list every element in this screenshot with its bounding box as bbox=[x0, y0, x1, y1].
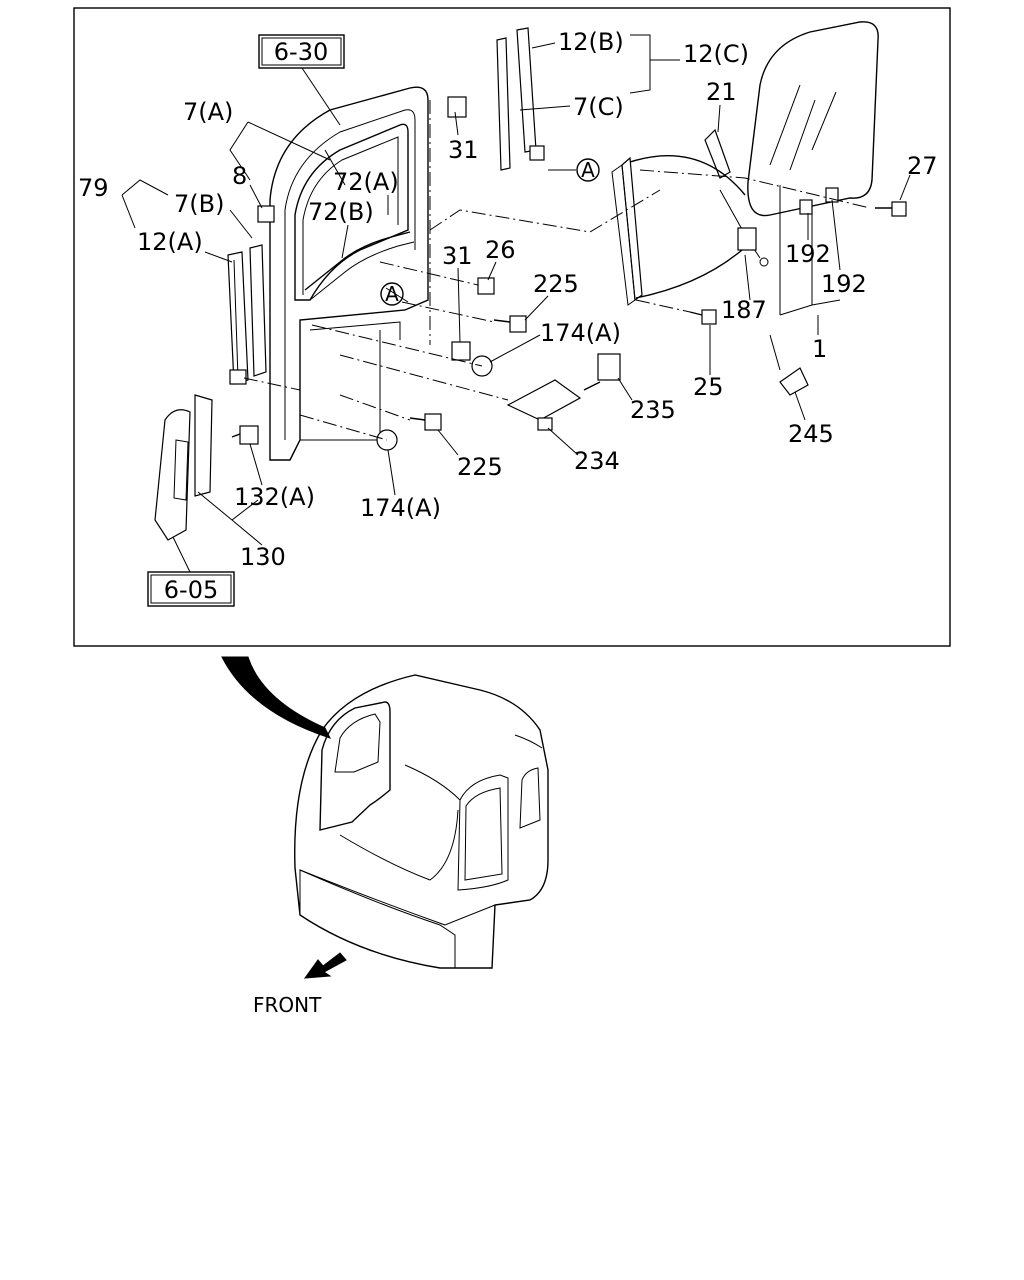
weatherstrip-72 bbox=[304, 231, 415, 301]
assembly-lines bbox=[243, 100, 871, 441]
door-frame bbox=[269, 86, 429, 461]
front-label: FRONT bbox=[253, 993, 322, 1017]
label-31-lower[interactable]: 31 bbox=[442, 242, 473, 270]
label-245[interactable]: 245 bbox=[788, 420, 834, 448]
label-31-upper[interactable]: 31 bbox=[448, 136, 479, 164]
nut-26 bbox=[477, 277, 495, 295]
label-225-lower[interactable]: 225 bbox=[457, 453, 503, 481]
label-225-upper[interactable]: 225 bbox=[533, 270, 579, 298]
detail-frame bbox=[73, 7, 951, 647]
label-187[interactable]: 187 bbox=[721, 296, 767, 324]
label-25[interactable]: 25 bbox=[693, 373, 724, 401]
regulator-assembly bbox=[611, 155, 769, 306]
bracket-234 bbox=[506, 379, 582, 431]
label-174a-upper[interactable]: 174(A) bbox=[540, 319, 621, 347]
label-12b[interactable]: 12(B) bbox=[558, 28, 624, 56]
circle-marker-a-2: A bbox=[380, 282, 404, 306]
bushing-31-upper bbox=[447, 96, 467, 118]
label-72a[interactable]: 72(A) bbox=[333, 168, 399, 196]
bracket-245 bbox=[779, 367, 809, 396]
label-12a[interactable]: 12(A) bbox=[137, 228, 203, 256]
bushing-31-lower bbox=[451, 341, 471, 361]
leaders bbox=[121, 34, 911, 546]
label-174a-lower[interactable]: 174(A) bbox=[360, 494, 441, 522]
label-26[interactable]: 26 bbox=[485, 236, 516, 264]
circle-marker-a-1-text: A bbox=[581, 158, 595, 182]
label-72b[interactable]: 72(B) bbox=[308, 198, 374, 226]
label-1[interactable]: 1 bbox=[812, 335, 827, 363]
bolt-225-lower bbox=[409, 413, 442, 431]
bolt-235 bbox=[583, 353, 621, 391]
circle-marker-a-1: A bbox=[576, 158, 600, 182]
label-79[interactable]: 79 bbox=[78, 174, 109, 202]
label-192-b[interactable]: 192 bbox=[821, 270, 867, 298]
bolt-25 bbox=[689, 309, 717, 325]
label-21[interactable]: 21 bbox=[706, 78, 737, 106]
ref-box-6-05[interactable]: 6-05 bbox=[147, 571, 235, 607]
rail-12a bbox=[227, 244, 267, 385]
ref-box-6-30[interactable]: 6-30 bbox=[258, 34, 345, 69]
rail-12b bbox=[496, 27, 545, 171]
front-arrow: FRONT bbox=[253, 952, 347, 1017]
leader-6-05 bbox=[171, 534, 191, 573]
label-235[interactable]: 235 bbox=[630, 396, 676, 424]
label-8[interactable]: 8 bbox=[232, 162, 247, 190]
clip-8 bbox=[257, 205, 275, 223]
hinge-130 bbox=[154, 394, 259, 541]
leader-6-30 bbox=[301, 67, 341, 126]
ref-6-30-text: 6-30 bbox=[274, 38, 328, 66]
ref-6-05-text: 6-05 bbox=[164, 576, 218, 604]
handle-21 bbox=[704, 128, 731, 179]
label-192-a[interactable]: 192 bbox=[785, 240, 831, 268]
label-130[interactable]: 130 bbox=[240, 543, 286, 571]
label-7b[interactable]: 7(B) bbox=[174, 190, 224, 218]
bolt-225-upper bbox=[493, 315, 527, 333]
label-7a[interactable]: 7(A) bbox=[183, 98, 233, 126]
label-132a[interactable]: 132(A) bbox=[234, 483, 315, 511]
label-12c[interactable]: 12(C) bbox=[683, 40, 749, 68]
label-7c[interactable]: 7(C) bbox=[573, 93, 624, 121]
door-glass bbox=[747, 21, 879, 217]
label-27[interactable]: 27 bbox=[907, 152, 938, 180]
callout-arrow bbox=[221, 656, 331, 739]
label-234[interactable]: 234 bbox=[574, 447, 620, 475]
part-labels: 12(B) 12(C) 7(C) 21 27 7(A) 8 79 7(B) 12… bbox=[78, 28, 938, 571]
circle-marker-a-2-text: A bbox=[385, 282, 399, 306]
cab-overview bbox=[294, 674, 549, 969]
bolt-27 bbox=[875, 201, 907, 217]
clip-192-a bbox=[799, 199, 813, 215]
